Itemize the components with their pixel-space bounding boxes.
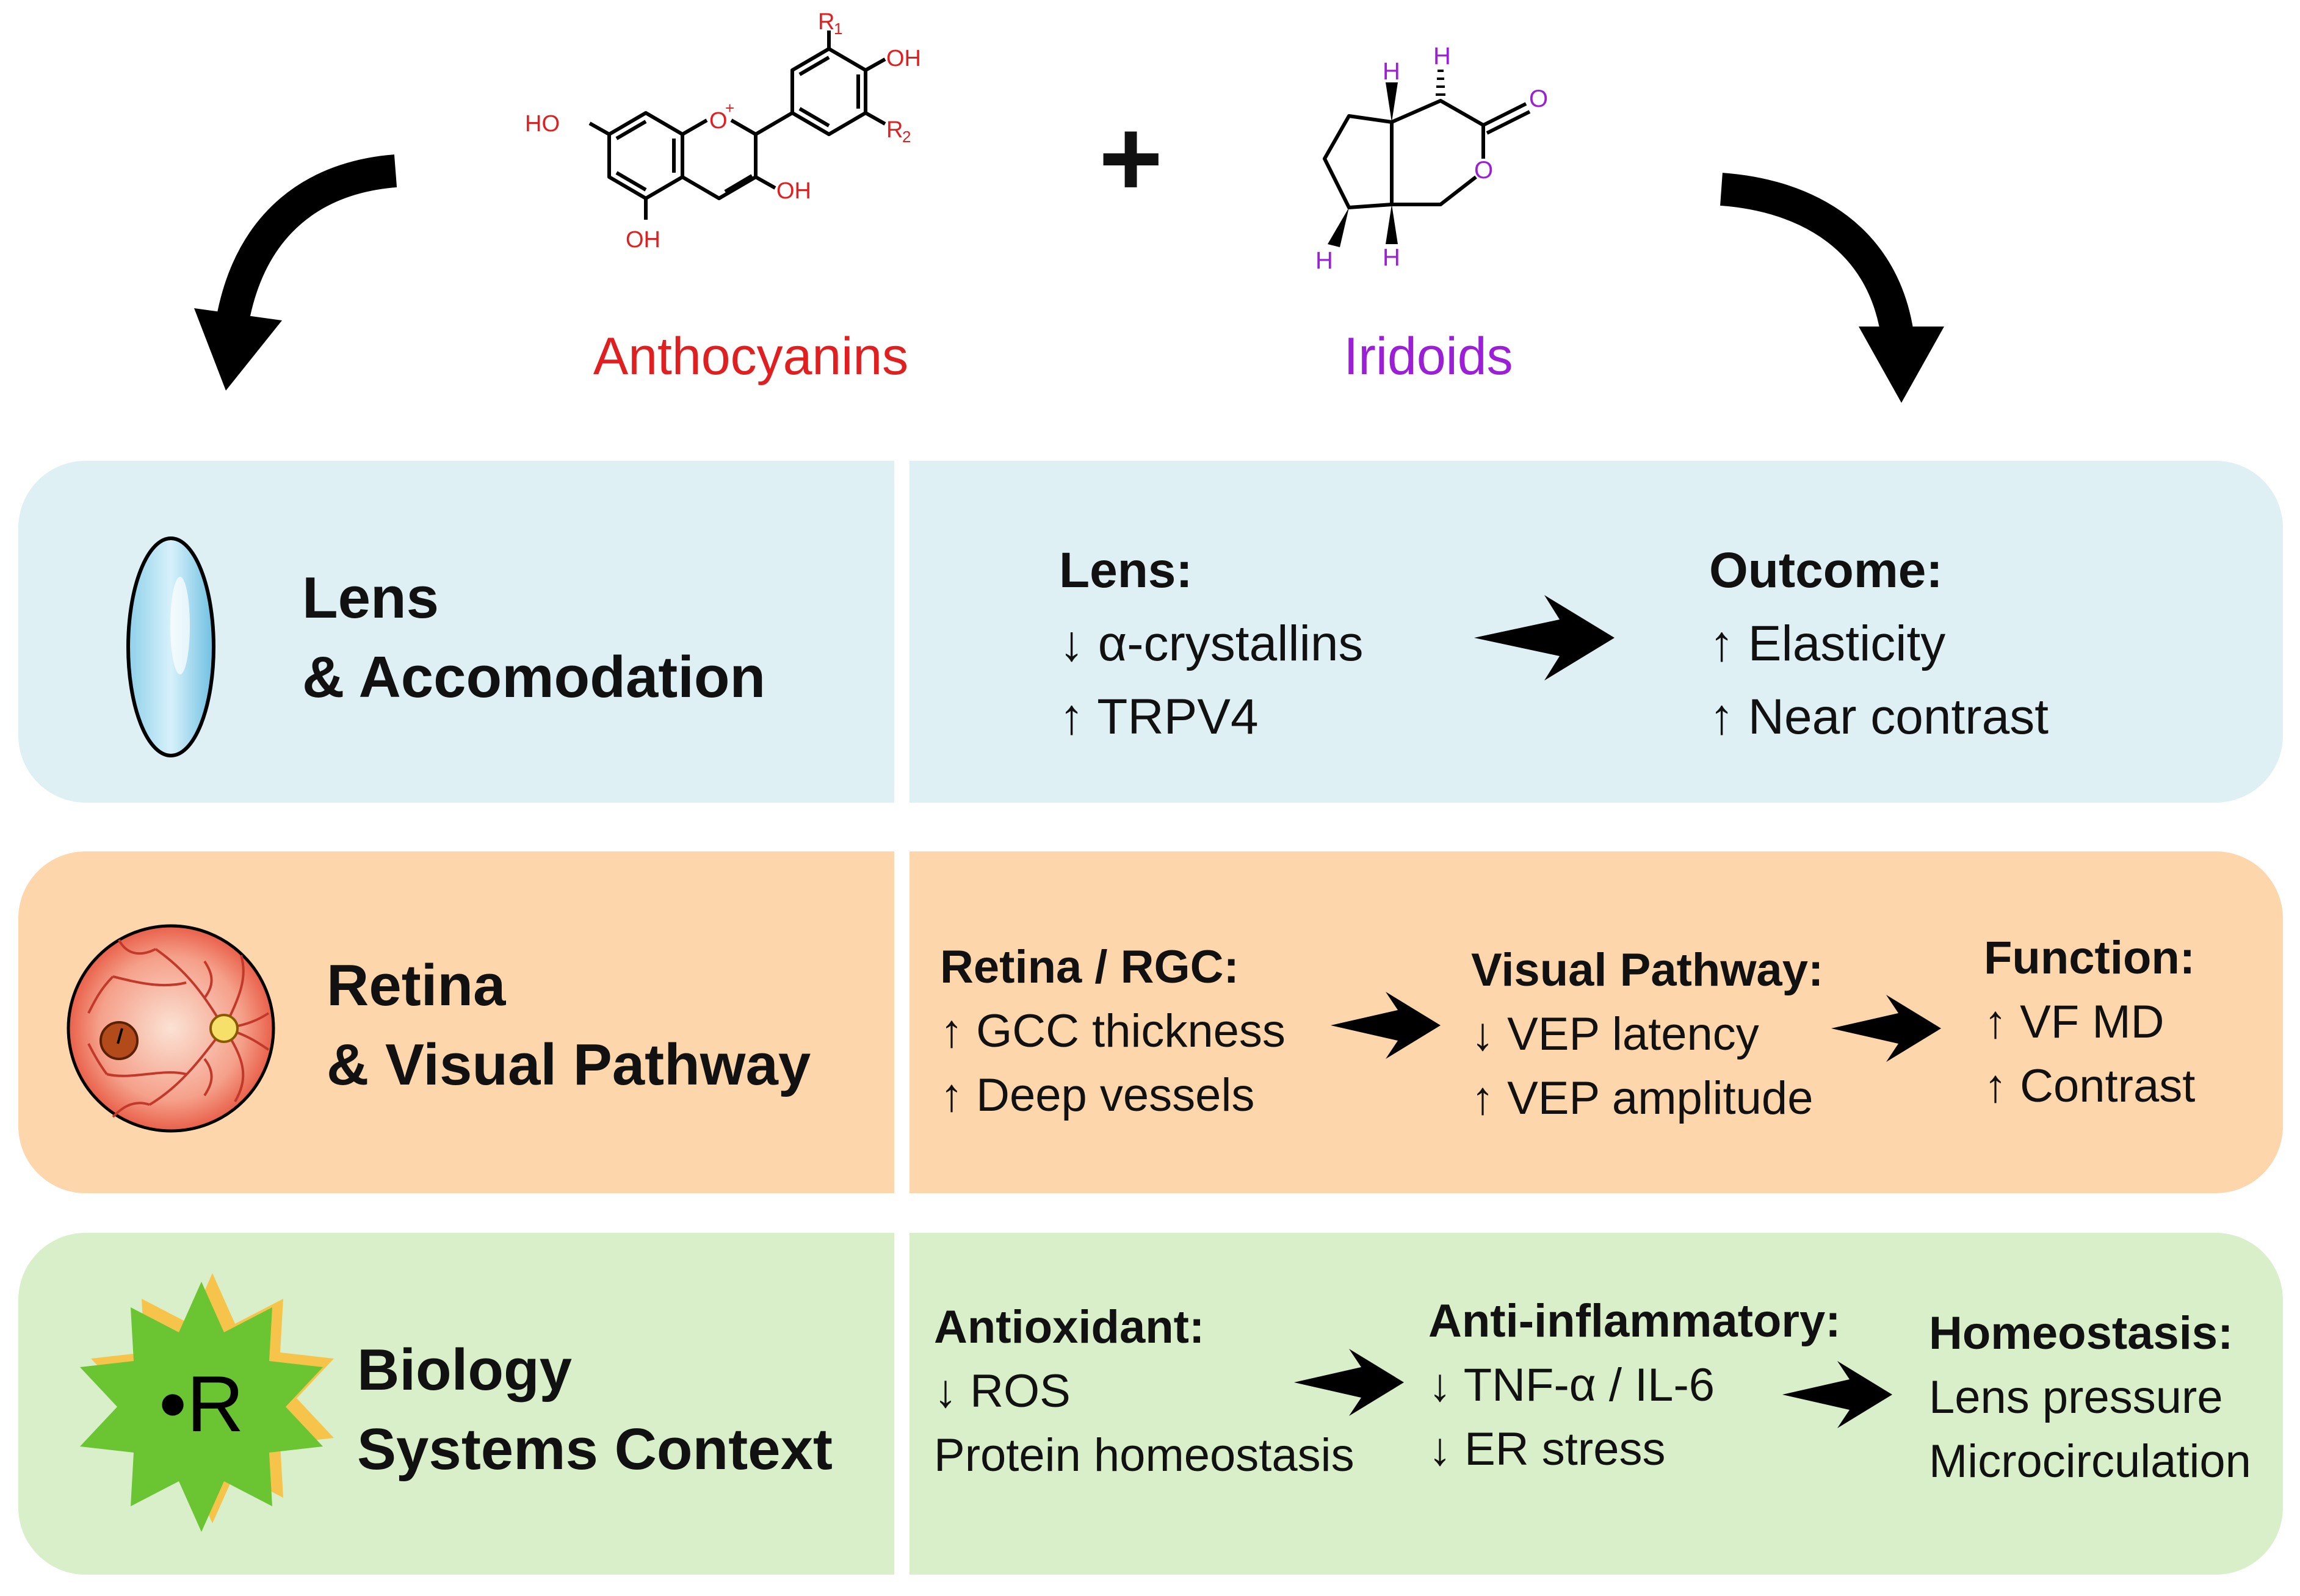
atom-label: OH xyxy=(626,227,660,253)
group-line: ↓ TNF-α / IL-6 xyxy=(1428,1359,1715,1411)
group-line: ↑ VEP amplitude xyxy=(1471,1072,1814,1124)
atom-label: OH xyxy=(886,46,921,71)
title-line: & Accomodation xyxy=(302,645,766,710)
compound-name: Anthocyanins xyxy=(593,327,909,386)
atom-label: 1 xyxy=(834,20,842,38)
atom-label: O xyxy=(1474,157,1493,184)
group-header: Retina / RGC: xyxy=(940,941,1239,993)
title-line: & Visual Pathway xyxy=(327,1032,811,1097)
group-line: ↑ GCC thickness xyxy=(940,1005,1286,1057)
atom-label: O xyxy=(709,108,728,134)
retina-title: Retina & Visual Pathway xyxy=(327,946,811,1105)
right-arrow-icon xyxy=(1331,992,1441,1059)
right-arrow-icon xyxy=(1294,1349,1404,1416)
group-line: Protein homeostasis xyxy=(934,1429,1354,1481)
group-line: ↓ ROS xyxy=(934,1365,1071,1417)
curved-arrow-left-icon xyxy=(194,154,397,391)
atom-label: H xyxy=(1315,247,1333,274)
group-header: Visual Pathway: xyxy=(1471,944,1824,996)
retina-panel-left: Retina & Visual Pathway xyxy=(18,851,894,1193)
biology-panel-left: •R Biology Systems Context xyxy=(18,1233,894,1575)
group-line: Lens pressure xyxy=(1929,1371,2223,1423)
right-arrow-icon xyxy=(1831,995,1941,1062)
radical-label: •R xyxy=(159,1359,244,1448)
atom-label: R xyxy=(818,9,834,35)
group-line: ↑ Contrast xyxy=(1984,1060,2196,1112)
group-line: ↑ Deep vessels xyxy=(940,1069,1255,1121)
lens-panel-left: Lens & Accomodation xyxy=(18,461,894,803)
title-line: Lens xyxy=(302,565,439,630)
atom-label: R xyxy=(886,117,903,143)
group-line: ↑ VF MD xyxy=(1984,996,2164,1048)
group-header: Function: xyxy=(1984,932,2196,984)
atom-label: 2 xyxy=(902,128,911,146)
group-line: ↑ Near contrast xyxy=(1709,689,2049,745)
title-line: Systems Context xyxy=(357,1417,833,1482)
biology-title: Biology Systems Context xyxy=(357,1331,833,1489)
lens-icon xyxy=(126,536,215,757)
atom-label: H xyxy=(1383,244,1400,271)
title-line: Biology xyxy=(357,1337,572,1403)
iridoid-structure: H H O O H H xyxy=(1315,43,1548,274)
curved-arrow-right-icon xyxy=(1720,173,1944,403)
anthocyanins-label: Anthocyanins xyxy=(476,327,1025,387)
retina-panel-right: Retina / RGC: ↑ GCC thickness ↑ Deep ves… xyxy=(910,851,2283,1193)
atom-label: HO xyxy=(525,111,560,137)
group-header: Homeostasis: xyxy=(1929,1307,2233,1359)
atom-label: OH xyxy=(776,178,811,204)
group-header: Lens: xyxy=(1059,543,1193,598)
atom-label: H xyxy=(1383,58,1400,85)
title-line: Retina xyxy=(327,953,506,1018)
lens-title: Lens & Accomodation xyxy=(302,558,765,717)
atom-label: H xyxy=(1433,43,1451,70)
group-line: ↓ α-crystallins xyxy=(1059,616,1364,671)
group-line: ↓ ER stress xyxy=(1428,1423,1666,1475)
group-header: Antioxidant: xyxy=(934,1301,1205,1353)
atom-label: O xyxy=(1529,85,1548,112)
retina-icon xyxy=(67,924,275,1133)
compound-name: Iridoids xyxy=(1343,327,1513,386)
right-arrow-icon xyxy=(1474,595,1615,681)
anthocyanin-structure: HO O + R 1 OH R 2 OH OH xyxy=(525,9,921,253)
biology-panel-right: Antioxidant: ↓ ROS Protein homeostasis A… xyxy=(910,1233,2283,1575)
group-line: Microcirculation xyxy=(1929,1435,2251,1487)
group-header: Outcome: xyxy=(1709,543,1943,598)
group-line: ↑ Elasticity xyxy=(1709,616,1946,671)
radical-star-icon: •R xyxy=(80,1273,334,1532)
group-line: ↑ TRPV4 xyxy=(1059,689,1259,745)
group-header: Anti-inflammatory: xyxy=(1428,1295,1841,1347)
lens-panel-right: Lens: ↓ α-crystallins ↑ TRPV4 Outcome: ↑… xyxy=(910,461,2283,803)
iridoids-label: Iridoids xyxy=(1154,327,1703,387)
group-line: ↓ VEP latency xyxy=(1471,1008,1759,1060)
right-arrow-icon xyxy=(1782,1361,1892,1428)
atom-label: + xyxy=(725,99,734,117)
plus-sign: + xyxy=(1099,97,1163,220)
